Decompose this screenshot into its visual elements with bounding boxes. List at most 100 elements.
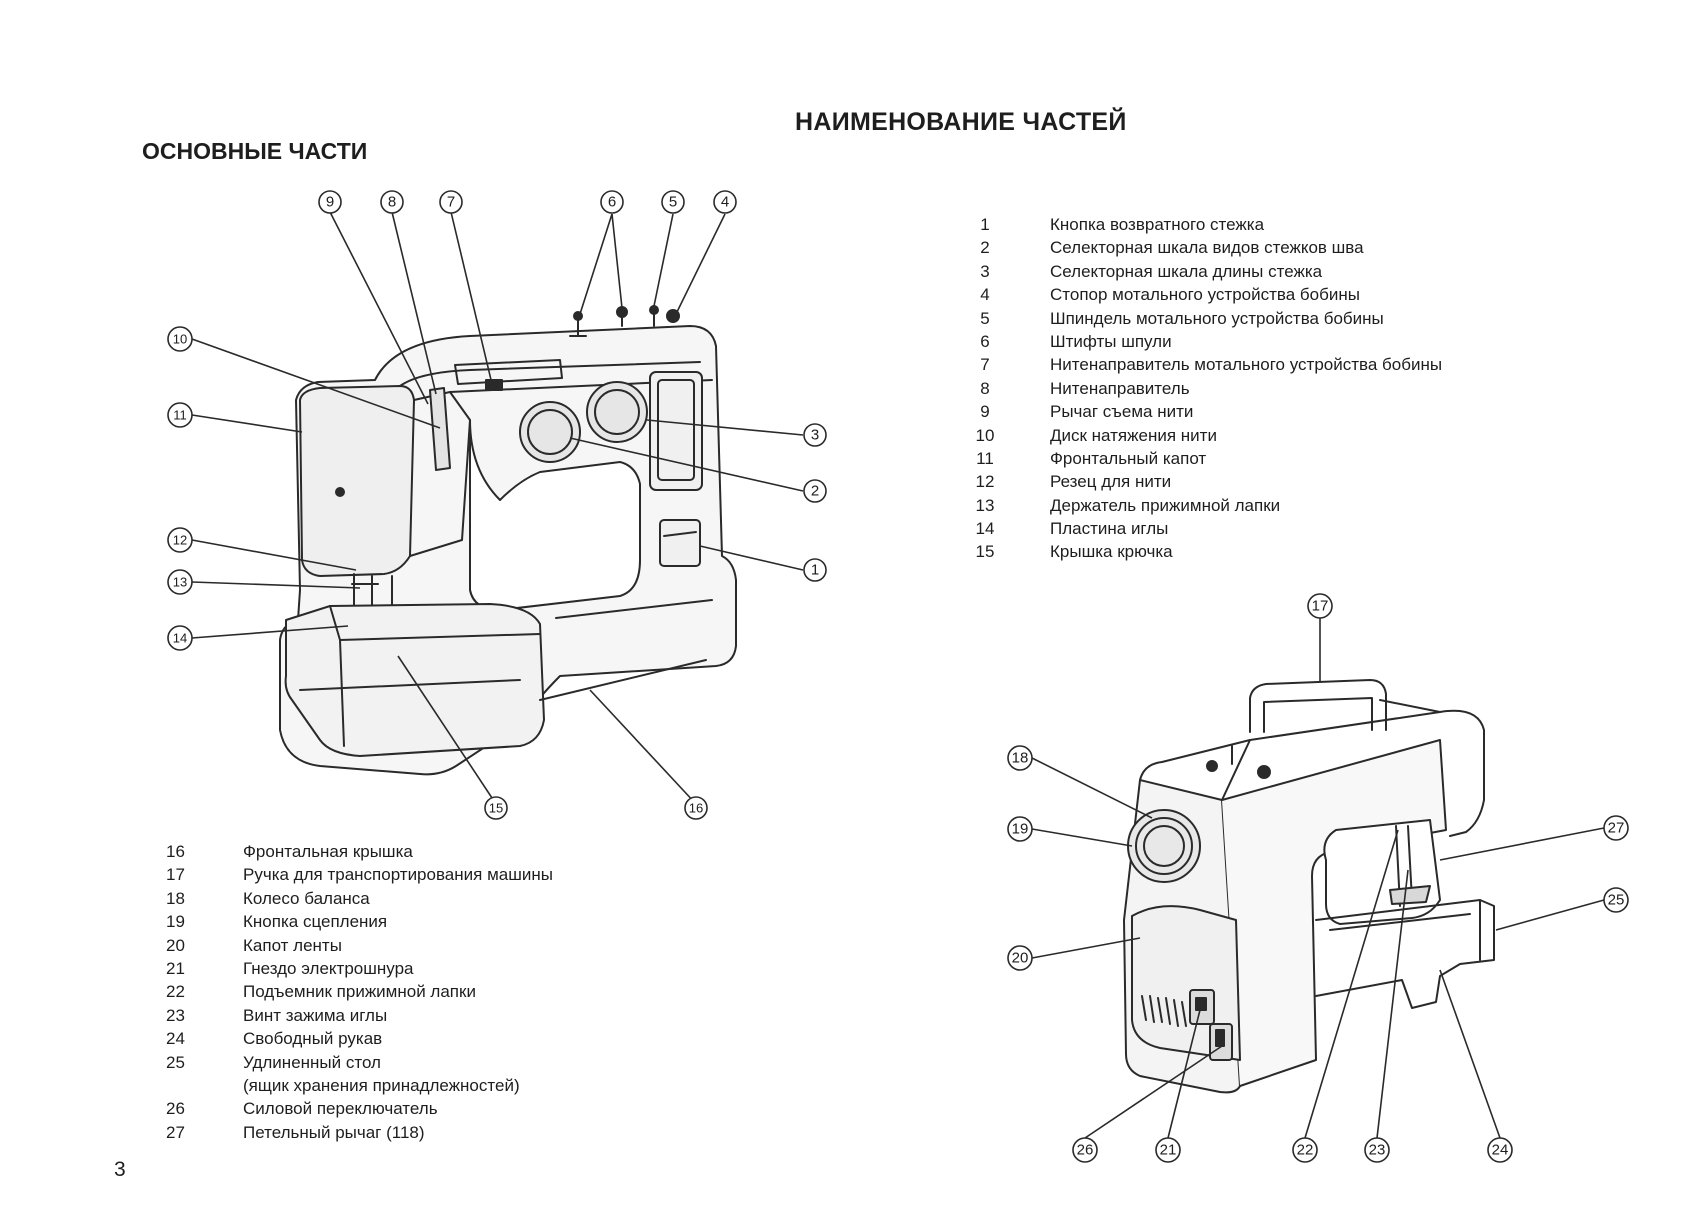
item-number: 2 <box>980 238 990 258</box>
callout-8 <box>380 190 404 214</box>
machine-body <box>279 325 737 776</box>
item-number: 21 <box>166 958 185 978</box>
section-title: ОСНОВНЫЕ ЧАСТИ <box>142 138 368 164</box>
callout-16 <box>684 796 708 820</box>
callout-17-label: 17 <box>1312 598 1329 615</box>
callout-27 <box>1603 815 1629 841</box>
callout-12-label: 12 <box>173 533 187 548</box>
callout-19 <box>1007 816 1033 842</box>
callout-4-label: 4 <box>721 194 729 211</box>
callout-26 <box>1072 1137 1098 1163</box>
callout-4 <box>713 190 737 214</box>
power-switch <box>1189 989 1215 1025</box>
callout-24 <box>1487 1137 1513 1163</box>
callout-21-label: 21 <box>1160 1142 1177 1159</box>
callout-8-label: 8 <box>388 194 396 211</box>
callout-18-label: 18 <box>1012 750 1029 767</box>
item-number: 16 <box>166 842 185 861</box>
balance-wheel <box>1127 809 1201 883</box>
callout-2-label: 2 <box>811 483 819 500</box>
item-label: Подъемник прижимной лапки <box>243 982 476 1002</box>
item-label: Фронтальный капот <box>1050 448 1207 468</box>
item-number: 27 <box>166 1122 185 1142</box>
belt-cover <box>1131 905 1241 1061</box>
item-label: Селекторная шкала видов стежков шва <box>1050 238 1364 258</box>
item-label: Силовой переключатель <box>243 1099 438 1119</box>
callout-15 <box>484 796 508 820</box>
item-label: Нитенаправитель мотального устройства бо… <box>1050 355 1443 375</box>
item-number: 24 <box>166 1029 185 1049</box>
callout-23-label: 23 <box>1369 1142 1386 1159</box>
item-label: Крышка крючка <box>1050 542 1173 562</box>
callout-20-label: 20 <box>1012 950 1029 967</box>
item-number: 13 <box>975 495 995 515</box>
item-number: 10 <box>975 425 995 445</box>
callout-5-label: 5 <box>669 194 677 211</box>
callout-19-label: 19 <box>1012 821 1029 838</box>
callout-6-label: 6 <box>608 194 616 211</box>
callout-7 <box>439 190 463 214</box>
item-number: 23 <box>166 1005 185 1025</box>
callout-21 <box>1155 1137 1181 1163</box>
item-label: Колесо баланса <box>243 888 370 908</box>
item-number: 26 <box>166 1099 185 1119</box>
item-number: 4 <box>980 285 990 305</box>
rear-body <box>1123 779 1241 1094</box>
item-label: Резец для нити <box>1050 472 1172 492</box>
callout-12 <box>167 527 193 553</box>
item-label: Шпиндель мотального устройства бобины <box>1050 308 1384 328</box>
callout-9-label: 9 <box>326 194 334 211</box>
item-label: Пластина иглы <box>1050 519 1169 539</box>
bobbin-winder-guide <box>485 379 503 391</box>
item-number: 14 <box>975 519 995 539</box>
item-label: Капот ленты <box>243 935 342 955</box>
item-number: 9 <box>980 402 990 422</box>
item-number: 19 <box>166 912 185 932</box>
callout-7-label: 7 <box>447 194 455 211</box>
item-label: Кнопка возвратного стежка <box>1050 215 1265 234</box>
callout-3 <box>803 423 827 447</box>
item-label: Рычаг съема нити <box>1050 402 1194 422</box>
callout-10 <box>167 326 193 352</box>
callout-10-label: 10 <box>173 332 187 347</box>
stitch-length-dial <box>586 381 648 443</box>
callout-26-label: 26 <box>1077 1142 1094 1159</box>
item-label: Штифты шпули <box>1050 331 1172 351</box>
callout-1-label: 1 <box>811 562 819 579</box>
callout-6 <box>600 190 624 214</box>
callout-14 <box>167 625 193 651</box>
item-number: 5 <box>980 308 990 328</box>
callout-15-label: 15 <box>489 801 503 816</box>
callout-11-label: 11 <box>173 408 187 423</box>
callout-11 <box>167 402 193 428</box>
item-label: Диск натяжения нити <box>1050 425 1217 445</box>
item-label: Нитенаправитель <box>1050 378 1190 398</box>
callout-13 <box>167 569 193 595</box>
item-number: 11 <box>976 448 994 468</box>
callout-5 <box>661 190 685 214</box>
item-label: Фронтальная крышка <box>243 842 413 861</box>
item-number: 7 <box>980 355 990 375</box>
item-number: 22 <box>166 982 185 1002</box>
callout-25 <box>1603 887 1629 913</box>
item-label: Удлиненный стол <box>243 1052 381 1072</box>
callout-22-label: 22 <box>1297 1142 1314 1159</box>
item-label: Винт зажима иглы <box>243 1005 388 1025</box>
item-number: 12 <box>975 472 995 492</box>
free-arm <box>1315 899 1495 1009</box>
item-label: Кнопка сцепления <box>243 912 388 932</box>
front-cover <box>299 385 415 577</box>
callout-20 <box>1007 945 1033 971</box>
item-label: Селекторная шкала длины стежка <box>1050 261 1323 281</box>
item-label: (ящик хранения принадлежностей) <box>243 1075 520 1095</box>
power-socket <box>1209 1023 1233 1061</box>
callout-23 <box>1364 1137 1390 1163</box>
callout-3-label: 3 <box>811 427 819 444</box>
callout-25-label: 25 <box>1608 892 1625 909</box>
callout-2 <box>803 479 827 503</box>
rear-leader-lines <box>1031 618 1605 1139</box>
rear-view-illustration <box>1123 679 1495 1094</box>
item-label: Держатель прижимной лапки <box>1050 495 1281 515</box>
callout-22 <box>1292 1137 1318 1163</box>
front-callouts <box>167 190 827 820</box>
